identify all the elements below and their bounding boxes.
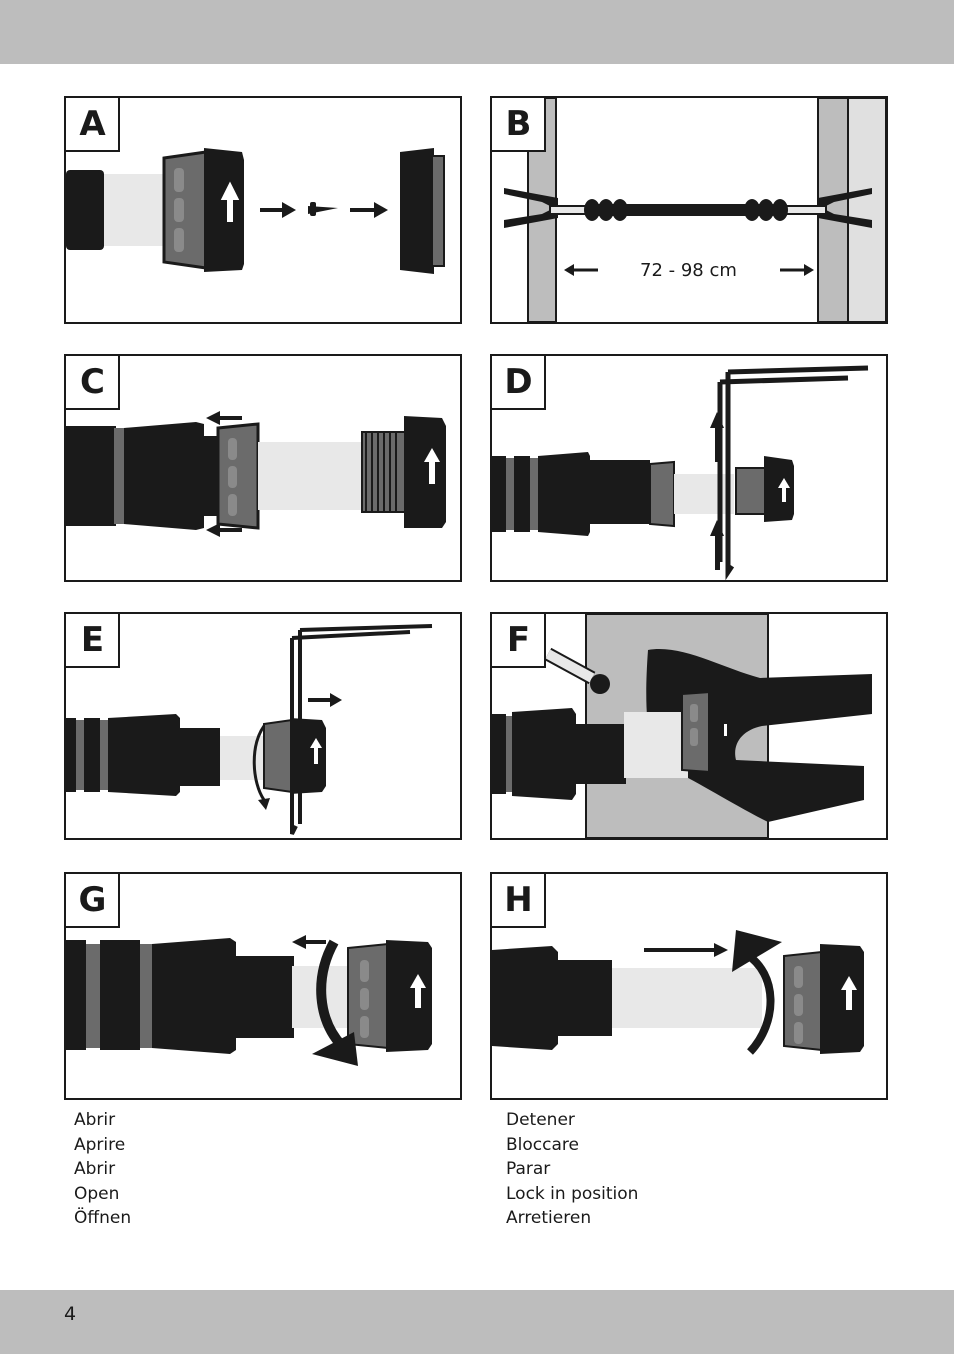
caption-open-pt: Abrir: [74, 1159, 116, 1179]
panel-h-label: H: [492, 874, 546, 928]
panel-c: C: [64, 354, 462, 582]
panel-a-illustration: [66, 148, 445, 274]
caption-lock-de: Arretieren: [506, 1208, 592, 1228]
panel-d-label: D: [492, 356, 546, 410]
header-band: [0, 0, 954, 64]
panel-a: A: [64, 96, 462, 324]
caption-open: Abrir Aprire Abrir Open Öffnen: [74, 1108, 131, 1231]
panel-a-label: A: [66, 98, 120, 152]
panel-g-illustration: [66, 935, 432, 1066]
panel-d: D: [490, 354, 888, 582]
caption-lock-it: Bloccare: [506, 1134, 579, 1155]
panel-e: E: [64, 612, 462, 840]
page-number: 4: [64, 1303, 77, 1325]
panel-h-illustration: [492, 930, 864, 1055]
caption-lock-pt: Parar: [506, 1159, 551, 1179]
caption-open-en: Open: [74, 1183, 120, 1204]
panel-b: B 72 - 98 cm: [490, 96, 888, 324]
panel-f-label: F: [492, 614, 546, 668]
panel-b-illustration: [504, 98, 886, 322]
panel-b-label: B: [492, 98, 546, 152]
caption-open-it: Aprire: [74, 1134, 126, 1155]
caption-lock-es: Detener: [506, 1110, 575, 1130]
panel-f-illustration: [492, 614, 872, 838]
panel-e-illustration: [66, 624, 433, 835]
caption-lock-en: Lock in position: [506, 1183, 639, 1204]
panel-c-label: C: [66, 356, 120, 410]
panel-e-label: E: [66, 614, 120, 668]
panel-c-illustration: [66, 411, 446, 537]
panel-g-label: G: [66, 874, 120, 928]
caption-open-de: Öffnen: [74, 1208, 132, 1228]
footer-band: [0, 1290, 954, 1354]
panel-h: H: [490, 872, 888, 1100]
caption-lock: Detener Bloccare Parar Lock in position …: [506, 1108, 638, 1231]
panel-g: G: [64, 872, 462, 1100]
panel-d-illustration: [492, 365, 869, 580]
panel-f: F: [490, 612, 888, 840]
caption-open-es: Abrir: [74, 1110, 116, 1130]
span-measurement: 72 - 98 cm: [640, 260, 737, 281]
